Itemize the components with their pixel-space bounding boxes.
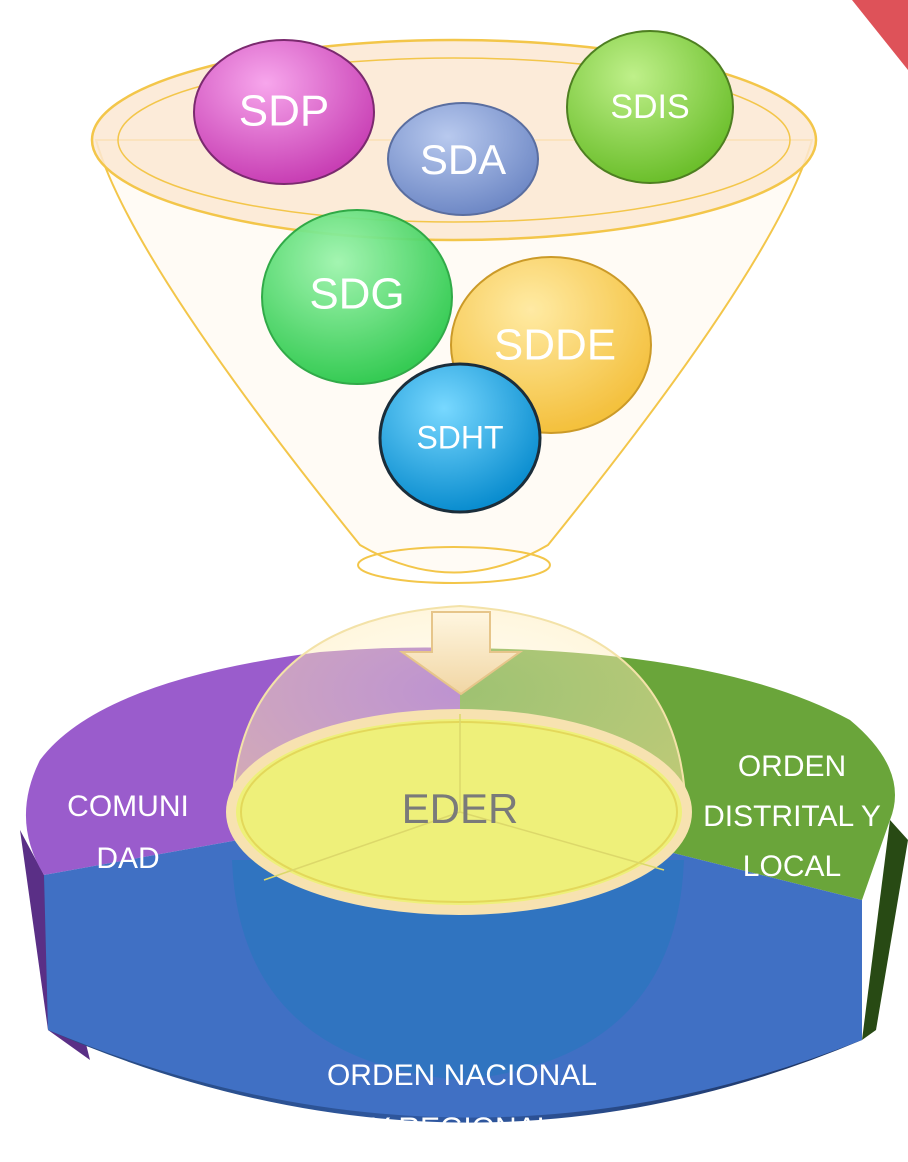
pie-side-right <box>862 820 908 1040</box>
center-cup <box>232 860 684 1080</box>
funnel: SDP SDA SDIS SDDE SDG SDHT <box>90 30 818 584</box>
bubble-sdg-label: SDG <box>309 270 404 319</box>
funnel-rim-inner <box>117 57 791 223</box>
bubble-sdp-label: SDP <box>239 87 329 136</box>
bubble-sdp: SDP <box>193 39 375 185</box>
bubble-sdht: SDHT <box>378 362 542 514</box>
center-disc-rim <box>240 721 678 903</box>
segment-comunidad-label-2: DAD <box>96 842 159 875</box>
segment-orden-distrital-label-2: DISTRITAL Y <box>703 800 881 833</box>
center-divider-right <box>459 811 665 871</box>
bubble-sda: SDA <box>387 102 539 216</box>
segment-orden-nacional-label-2: Y REGIONAL <box>371 1112 554 1145</box>
bubble-sdis: SDIS <box>566 30 734 184</box>
segment-comunidad-label-1: COMUNI <box>67 790 189 823</box>
funnel-spout <box>357 546 551 584</box>
bubble-sdis-label: SDIS <box>610 88 689 126</box>
segment-orden-distrital-label-3: LOCAL <box>743 850 841 883</box>
segment-orden-nacional-label-1: ORDEN NACIONAL <box>327 1059 597 1092</box>
center-divider-left <box>263 811 461 881</box>
corner-accent <box>852 0 908 70</box>
bubble-sdg: SDG <box>261 209 453 385</box>
bubble-sdht-label: SDHT <box>416 419 503 455</box>
pie-disk: EDER COMUNI DAD ORDEN DISTRITAL Y LOCAL … <box>20 604 908 1145</box>
center-label: EDER <box>402 785 519 832</box>
bubble-sdde-label: SDDE <box>494 321 616 370</box>
down-arrow-icon <box>398 611 524 696</box>
segment-orden-distrital-label-1: ORDEN <box>738 750 846 783</box>
bubble-sda-label: SDA <box>420 136 506 183</box>
